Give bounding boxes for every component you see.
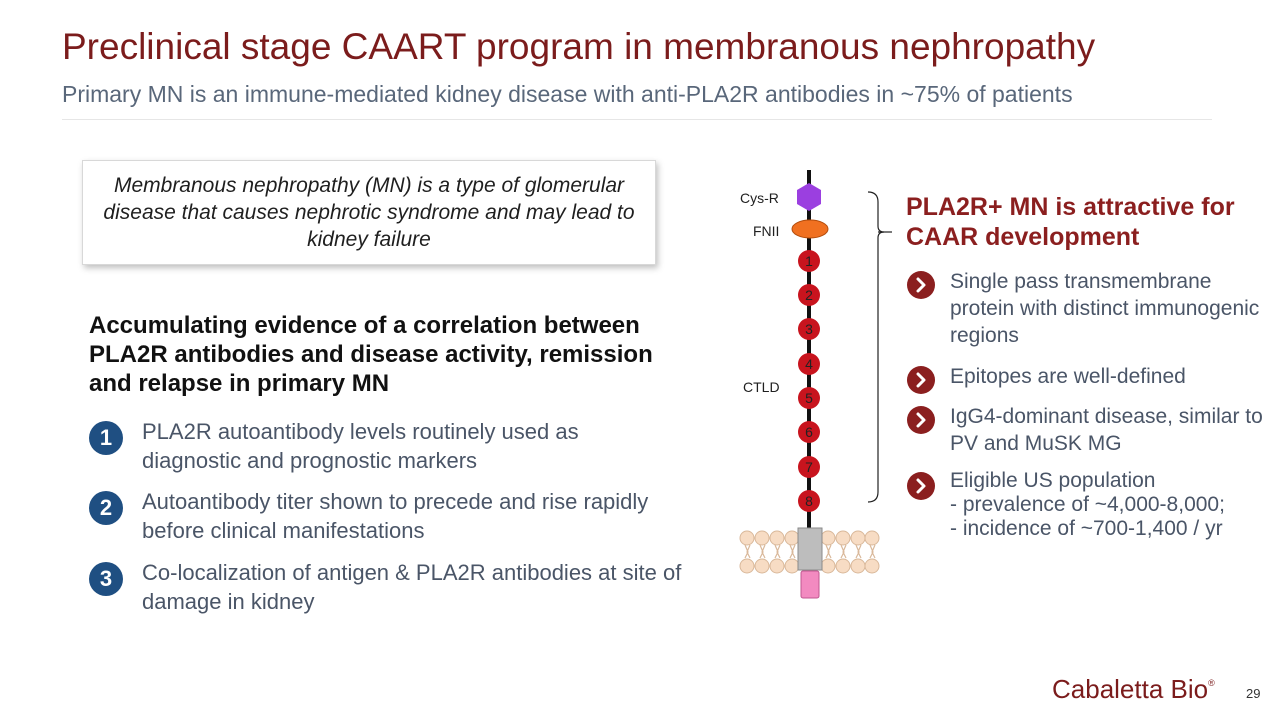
ctld-domain-4 — [798, 353, 820, 375]
chevron-right-icon — [907, 406, 935, 434]
ctld-domain-2 — [798, 284, 820, 306]
number-badge: 1 — [89, 421, 123, 455]
bullet-text: IgG4-dominant disease, similar to PV and… — [950, 405, 1263, 455]
fnii-domain — [791, 219, 829, 239]
ctld-label: CTLD — [743, 379, 780, 395]
ctld-number: 7 — [805, 459, 813, 475]
evidence-heading: Accumulating evidence of a correlation b… — [89, 312, 653, 397]
definition-callout: Membranous nephropathy (MN) is a type of… — [82, 160, 656, 265]
right-heading: PLA2R+ MN is attractive for CAAR develop… — [906, 193, 1235, 251]
chevron-right-icon — [907, 366, 935, 394]
cytoplasmic-tail — [800, 570, 820, 599]
ctld-number: 5 — [805, 390, 813, 406]
protein-diagram-svg: 1 2 3 4 5 6 7 8 — [739, 170, 892, 599]
ctld-number: 2 — [805, 287, 813, 303]
company-logo: Cabaletta Bio® — [1052, 674, 1215, 705]
chevron-right-icon — [907, 472, 935, 500]
definition-text: Membranous nephropathy (MN) is a type of… — [103, 174, 635, 251]
cys-r-domain — [797, 183, 821, 211]
membrane-tails — [744, 544, 876, 559]
ctld-domain-6 — [798, 421, 820, 443]
number-badge: 3 — [89, 562, 123, 596]
ctld-domain-1 — [798, 250, 820, 272]
transmembrane-domain — [797, 527, 823, 571]
ctld-number: 4 — [805, 356, 813, 372]
bullet-text: Single pass transmembrane protein with d… — [950, 270, 1260, 347]
fnii-label: FNII — [753, 223, 780, 239]
cell-membrane — [739, 530, 880, 574]
evidence-item-text: PLA2R autoantibody levels routinely used… — [142, 419, 579, 473]
header-divider — [62, 119, 1212, 120]
page-number: 29 — [1246, 686, 1261, 701]
ctld-number: 8 — [805, 493, 813, 509]
bracket — [867, 191, 885, 503]
ctld-domain-3 — [798, 318, 820, 340]
cys-r-label: Cys-R — [740, 190, 779, 206]
page-title: Preclinical stage CAART program in membr… — [62, 26, 1096, 67]
evidence-item-text: Co-localization of antigen & PLA2R antib… — [142, 560, 682, 614]
ctld-number: 3 — [805, 321, 813, 337]
pla2r-protein-diagram: 1 2 3 4 5 6 7 8 Cys-R FNII CTLD — [720, 160, 900, 610]
ctld-domain-8 — [798, 490, 820, 512]
ctld-number: 1 — [805, 253, 813, 269]
ctld-domain-7 — [798, 456, 820, 478]
number-badge: 2 — [89, 491, 123, 525]
ctld-domain-5 — [798, 387, 820, 409]
ctld-number: 6 — [805, 424, 813, 440]
page-subtitle: Primary MN is an immune-mediated kidney … — [62, 81, 1073, 107]
chevron-right-icon — [907, 271, 935, 299]
bullet-text: Eligible US population - prevalence of ~… — [950, 469, 1225, 540]
ctld-domains — [798, 250, 820, 512]
evidence-item-text: Autoantibody titer shown to precede and … — [142, 489, 649, 543]
registered-mark: ® — [1208, 678, 1215, 688]
logo-text: Cabaletta Bio — [1052, 674, 1209, 704]
bullet-text: Epitopes are well-defined — [950, 365, 1186, 388]
